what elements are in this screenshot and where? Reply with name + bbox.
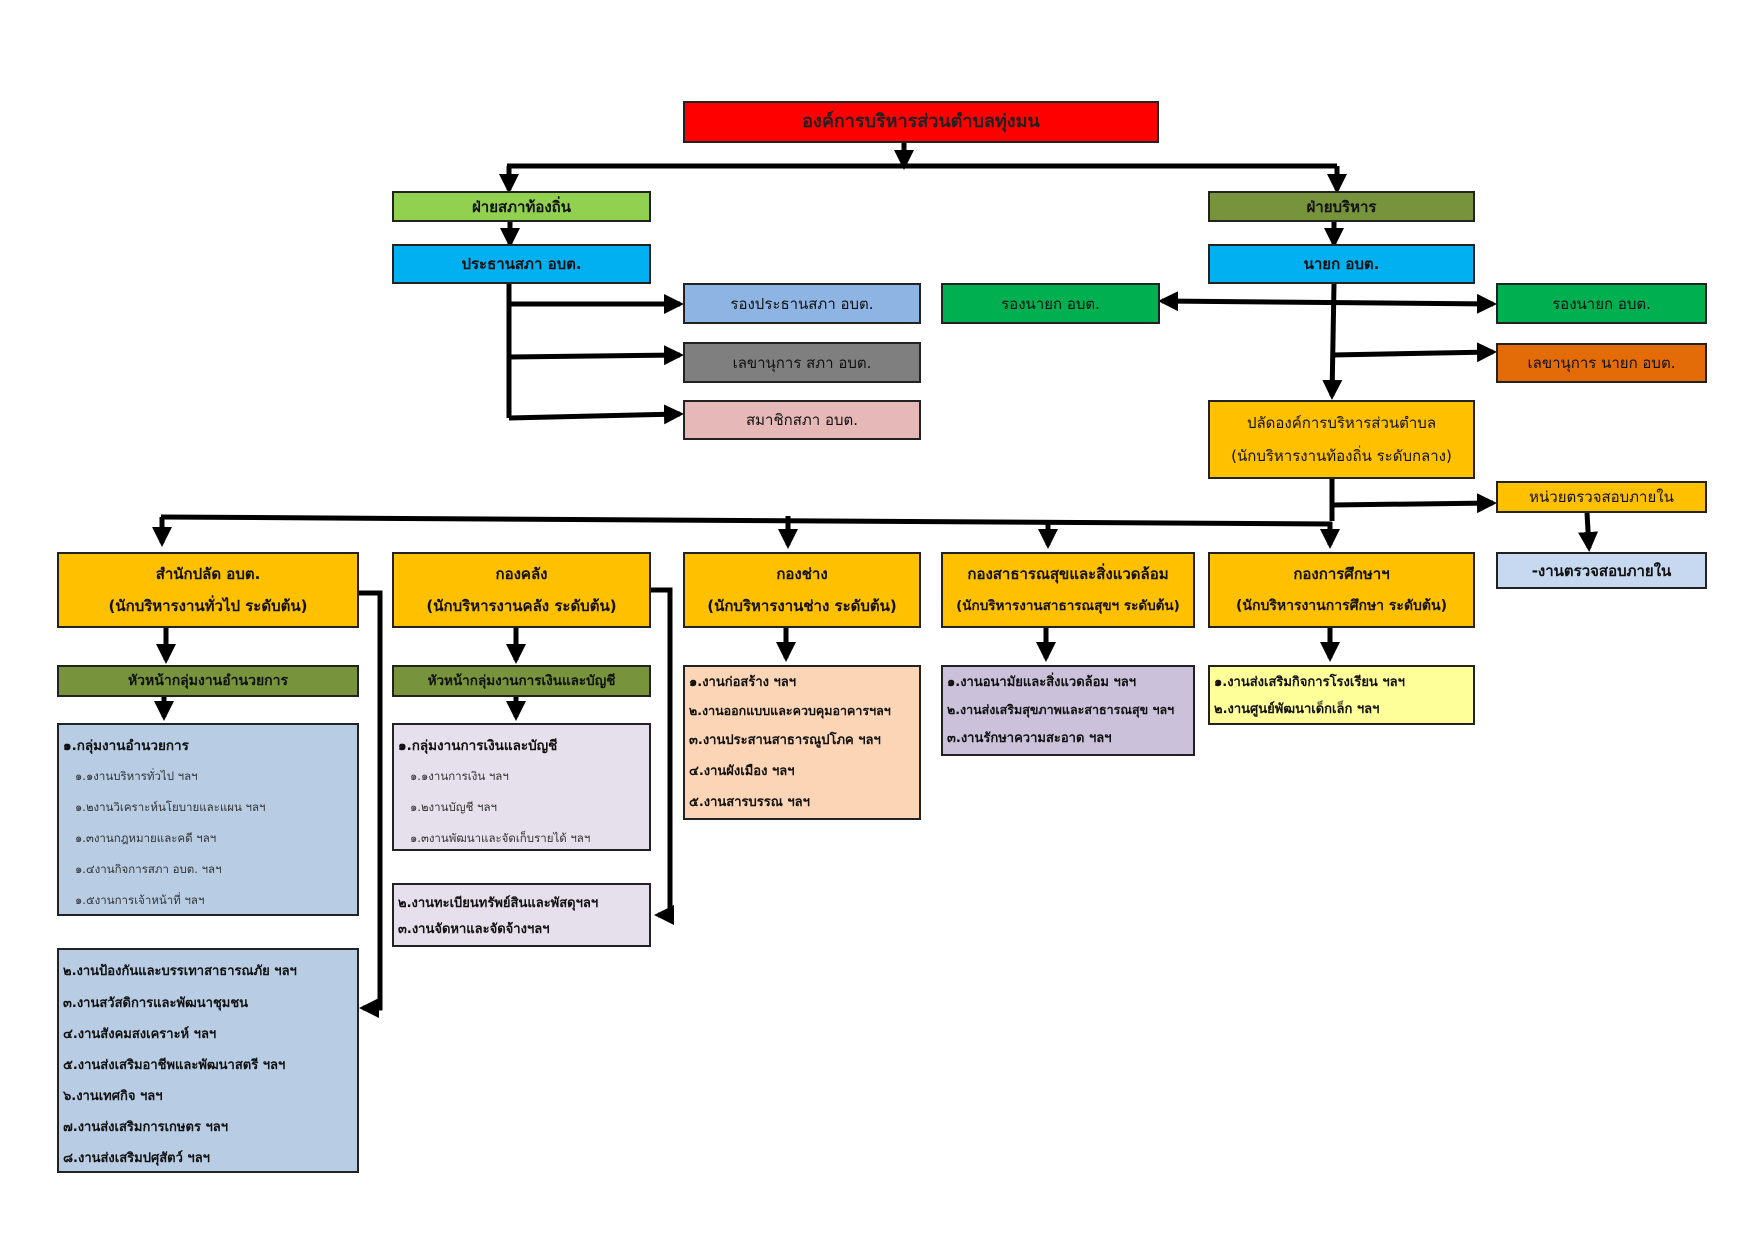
list-item: ๑.๒งานวิเคราะห์นโยบายและแผน ฯลฯ xyxy=(75,800,266,814)
root-org-label: องค์การบริหารส่วนตำบลทุ่งมน xyxy=(802,111,1040,132)
dept-health-box: กองสาธารณสุขและสิ่งแวดล้อม (นักบริหารงาน… xyxy=(941,552,1195,628)
council-members-box: สมาชิกสภา อบต. xyxy=(683,400,921,440)
vice-chair-label: รองประธานสภา อบต. xyxy=(730,294,874,313)
deputy-mayor-right-box: รองนายก อบต. xyxy=(1496,283,1707,324)
list-item: ๔.งานผังเมือง ฯลฯ xyxy=(689,764,795,779)
arrow-to-council-secretary xyxy=(508,345,684,366)
list-item: ๗.งานส่งเสริมการเกษตร ฯลฯ xyxy=(63,1120,229,1135)
mayor-secretary-box: เลขานุการ นายก อบต. xyxy=(1496,343,1707,383)
dept-engineering-name: กองช่าง xyxy=(776,565,828,583)
arrow-to-members xyxy=(508,404,684,425)
audit-unit-box: หน่วยตรวจสอบภายใน xyxy=(1496,481,1707,513)
list-item: ๕.งานส่งเสริมอาชีพและพัฒนาสตรี ฯลฯ xyxy=(63,1058,286,1073)
list-item: ๒.งานป้องกันและบรรเทาสาธารณภัย ฯลฯ xyxy=(63,964,297,979)
dept-health-name: กองสาธารณสุขและสิ่งแวดล้อม xyxy=(967,565,1169,583)
list-item: ๕.งานสารบรรณ ฯลฯ xyxy=(689,795,810,810)
council-side-label: ฝ่ายสภาท้องถิ่น xyxy=(471,197,572,216)
list-item: ๒.งานออกแบบและควบคุมอาคารฯลฯ xyxy=(689,703,891,718)
dept-finance-level: (นักบริหารงานคลัง ระดับต้น) xyxy=(426,597,617,615)
vice-chair-box: รองประธานสภา อบต. xyxy=(683,283,921,324)
list-item: ๓.งานจัดหาและจัดจ้างฯลฯ xyxy=(398,922,550,937)
council-members-label: สมาชิกสภา อบต. xyxy=(745,411,858,429)
list-item: ๓.งานรักษาความสะอาด ฯลฯ xyxy=(947,731,1112,746)
finance-group1-box: ๑.กลุ่มงานการเงินและบัญชี ๑.๑งานการเงิน … xyxy=(392,723,651,851)
dept-education-name: กองการศึกษาฯ xyxy=(1293,565,1390,583)
root-org-box: องค์การบริหารส่วนตำบลทุ่งมน xyxy=(683,101,1159,143)
deputies-arrow xyxy=(1158,291,1497,314)
list-item: ๑.งานก่อสร้าง ฯลฯ xyxy=(689,675,797,690)
mayor-box: นายก อบต. xyxy=(1208,244,1475,284)
clerk-title: ปลัดองค์การบริหารส่วนตำบล xyxy=(1246,413,1437,432)
list-item: ๓.งานประสานสาธารณูปโภค ฯลฯ xyxy=(689,733,881,748)
council-secretary-label: เลขานุการ สภา อบต. xyxy=(732,353,872,372)
palad-group1-box: ๑.กลุ่มงานอำนวยการ ๑.๑งานบริหารทั่วไป ฯล… xyxy=(57,723,359,916)
list-item: ๔.งานสังคมสงเคราะห์ ฯลฯ xyxy=(63,1027,217,1042)
finance-head-box: หัวหน้ากลุ่มงานการเงินและบัญชี xyxy=(392,665,651,697)
deputy-mayor-left-label: รองนายก อบต. xyxy=(1001,294,1100,313)
arrow-to-audit-work xyxy=(1578,512,1599,552)
palad-head-label: หัวหน้ากลุ่มงานอำนวยการ xyxy=(127,673,289,689)
finance-group1-title: ๑.กลุ่มงานการเงินและบัญชี xyxy=(398,738,558,754)
dept-engineering-level: (นักบริหารงานช่าง ระดับต้น) xyxy=(707,597,897,615)
list-item: ๑.งานส่งเสริมกิจการโรงเรียน ฯลฯ xyxy=(1214,675,1405,690)
palad-side-connector xyxy=(359,590,383,1018)
health-items-box: ๑.งานอนามัยและสิ่งแวดล้อม ฯลฯ ๒.งานส่งเส… xyxy=(941,665,1195,756)
list-item: ๒.งานศูนย์พัฒนาเด็กเล็ก ฯลฯ xyxy=(1214,702,1380,717)
palad-group1-title: ๑.กลุ่มงานอำนวยการ xyxy=(63,738,189,754)
finance-group2-box: ๒.งานทะเบียนทรัพย์สินและพัสดุฯลฯ ๓.งานจั… xyxy=(392,883,651,947)
list-item: ๑.๔งานกิจการสภา อบต. ฯลฯ xyxy=(75,862,222,876)
council-chair-label: ประธานสภา อบต. xyxy=(461,255,582,273)
audit-work-label: -งานตรวจสอบภายใน xyxy=(1531,561,1672,580)
list-item: ๑.๑งานบริหารทั่วไป ฯลฯ xyxy=(75,769,198,783)
palad-head-box: หัวหน้ากลุ่มงานอำนวยการ xyxy=(57,665,359,697)
engineering-items-box: ๑.งานก่อสร้าง ฯลฯ ๒.งานออกแบบและควบคุมอา… xyxy=(683,665,921,820)
dept-health-level: (นักบริหารงานสาธารณสุขฯ ระดับต้น) xyxy=(956,598,1180,614)
arrow-to-audit-unit xyxy=(1331,493,1497,514)
council-chair-box: ประธานสภา อบต. xyxy=(392,244,651,284)
mayor-secretary-label: เลขานุการ นายก อบต. xyxy=(1527,354,1676,372)
list-item: ๑.๓งานพัฒนาและจัดเก็บรายได้ ฯลฯ xyxy=(410,831,591,845)
departments-branch-line xyxy=(160,514,1333,527)
dept-palad-level: (นักบริหารงานทั่วไป ระดับต้น) xyxy=(108,597,308,615)
education-items-box: ๑.งานส่งเสริมกิจการโรงเรียน ฯลฯ ๒.งานศูน… xyxy=(1208,665,1475,725)
audit-unit-label: หน่วยตรวจสอบภายใน xyxy=(1529,488,1674,506)
clerk-box: ปลัดองค์การบริหารส่วนตำบล (นักบริหารงานท… xyxy=(1208,400,1475,479)
council-side-box: ฝ่ายสภาท้องถิ่น xyxy=(392,191,651,222)
list-item: ๘.งานส่งเสริมปศุสัตว์ ฯลฯ xyxy=(63,1151,210,1166)
mayor-label: นายก อบต. xyxy=(1303,255,1380,273)
palad-group2-box: ๒.งานป้องกันและบรรเทาสาธารณภัย ฯลฯ ๓.งาน… xyxy=(57,948,359,1173)
executive-side-box: ฝ่ายบริหาร xyxy=(1208,191,1475,222)
council-secretary-box: เลขานุการ สภา อบต. xyxy=(683,342,921,383)
dept-palad-box: สำนักปลัด อบต. (นักบริหารงานทั่วไป ระดับ… xyxy=(57,552,359,628)
deputy-mayor-left-box: รองนายก อบต. xyxy=(941,283,1160,324)
list-item: ๒.งานส่งเสริมสุขภาพและสาธารณสุข ฯลฯ xyxy=(947,702,1175,717)
list-item: ๑.๑งานการเงิน ฯลฯ xyxy=(410,769,509,783)
arrow-to-exec-secretary xyxy=(1331,342,1497,363)
finance-head-label: หัวหน้ากลุ่มงานการเงินและบัญชี xyxy=(427,673,616,689)
list-item: ๖.งานเทศกิจ ฯลฯ xyxy=(63,1089,163,1104)
list-item: ๑.๒งานบัญชี ฯลฯ xyxy=(410,800,497,814)
list-item: ๓.งานสวัสดิการและพัฒนาชุมชน xyxy=(63,996,249,1011)
dept-education-box: กองการศึกษาฯ (นักบริหารงานการศึกษา ระดับ… xyxy=(1208,552,1475,628)
list-item: ๑.งานอนามัยและสิ่งแวดล้อม ฯลฯ xyxy=(947,675,1137,690)
dept-palad-name: สำนักปลัด อบต. xyxy=(155,565,261,583)
dept-finance-box: กองคลัง (นักบริหารงานคลัง ระดับต้น) xyxy=(392,552,651,628)
list-item: ๑.๓งานกฎหมายและคดี ฯลฯ xyxy=(75,831,217,845)
dept-finance-name: กองคลัง xyxy=(495,565,548,583)
list-item: ๑.๕งานการเจ้าหน้าที่ ฯลฯ xyxy=(75,893,205,907)
dept-engineering-box: กองช่าง (นักบริหารงานช่าง ระดับต้น) xyxy=(683,552,921,628)
dept-education-level: (นักบริหารงานการศึกษา ระดับต้น) xyxy=(1236,598,1447,614)
executive-side-label: ฝ่ายบริหาร xyxy=(1306,197,1377,216)
list-item: ๒.งานทะเบียนทรัพย์สินและพัสดุฯลฯ xyxy=(398,896,599,911)
audit-work-box: -งานตรวจสอบภายใน xyxy=(1496,552,1707,589)
clerk-level: (นักบริหารงานท้องถิ่น ระดับกลาง) xyxy=(1231,447,1452,466)
finance-side-connector xyxy=(650,587,674,925)
deputy-mayor-right-label: รองนายก อบต. xyxy=(1552,294,1651,313)
